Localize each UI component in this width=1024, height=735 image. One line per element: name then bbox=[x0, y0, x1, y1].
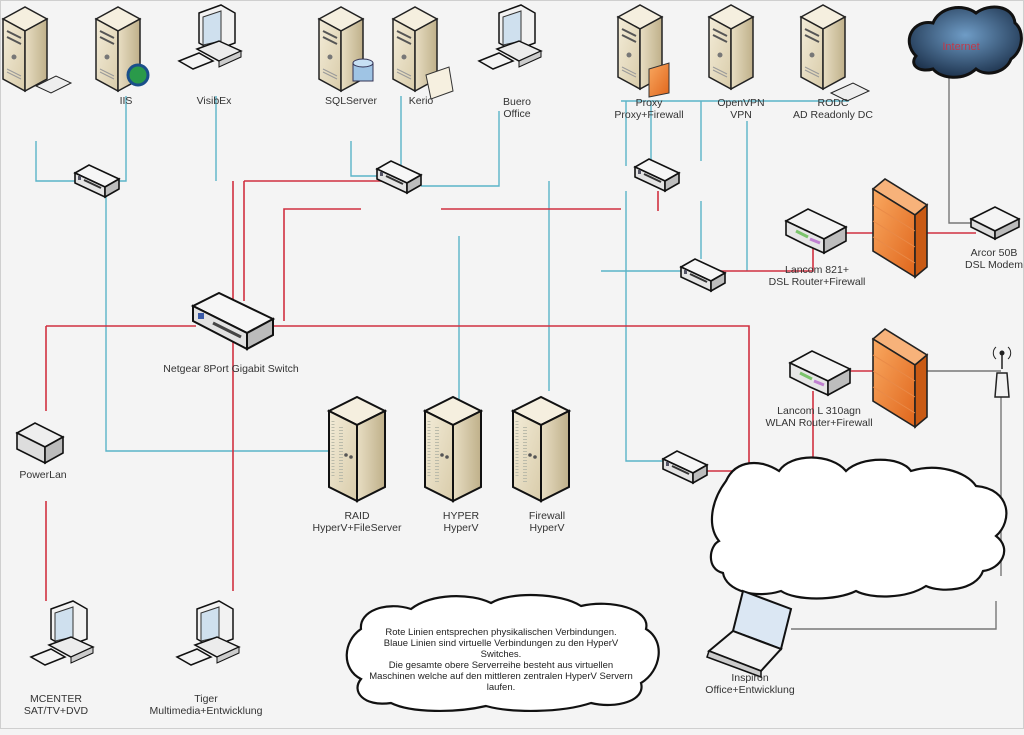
label-mail: Kerio bbox=[408, 95, 434, 107]
internet-cloud-icon bbox=[907, 5, 1023, 79]
workstation-visibex[interactable] bbox=[178, 4, 242, 70]
main-switch[interactable] bbox=[190, 291, 276, 351]
virtual-switch-2[interactable] bbox=[376, 160, 422, 194]
virtual-switch-5[interactable] bbox=[662, 450, 708, 484]
mail-icon bbox=[425, 66, 454, 100]
router-small-icon bbox=[34, 75, 73, 94]
wlan-cloud bbox=[709, 456, 1008, 600]
powerlan-device[interactable] bbox=[15, 422, 65, 465]
label-visibex: VisibEx bbox=[196, 95, 232, 107]
label-inspiron-sub: Office+Entwicklung bbox=[705, 684, 795, 696]
label-proxy-sub: Proxy+Firewall bbox=[614, 109, 684, 121]
database-icon bbox=[352, 58, 374, 82]
firewall-icon bbox=[872, 178, 928, 278]
label-lancom-l310: Lancom L 310agn bbox=[777, 405, 861, 417]
firewall-icon bbox=[872, 328, 928, 428]
legend-note-cloud bbox=[345, 594, 660, 713]
virtual-switch-4[interactable] bbox=[680, 258, 726, 292]
router-lancom-l310agn[interactable] bbox=[788, 349, 852, 397]
router-lancom-821[interactable] bbox=[784, 207, 848, 255]
label-mcenter-sub: SAT/TV+DVD bbox=[23, 705, 89, 717]
client-mcenter[interactable] bbox=[30, 600, 94, 666]
label-openvpn-sub: VPN bbox=[730, 109, 752, 121]
physical-links bbox=[45, 180, 976, 601]
globe-icon bbox=[126, 63, 150, 87]
label-openvpn: OpenVPN bbox=[717, 97, 765, 109]
note-line: Blaue Linien sind virtuelle Verbindungen… bbox=[383, 638, 619, 649]
label-firewall-hv-sub: HyperV bbox=[529, 522, 565, 534]
virtual-switch-1[interactable] bbox=[74, 164, 120, 198]
wlan-antenna-icon bbox=[992, 346, 1012, 398]
server-1[interactable] bbox=[2, 6, 48, 92]
server-openvpn[interactable] bbox=[708, 4, 754, 90]
legend-note: Rote Linien entsprechen physikalischen V… bbox=[353, 627, 649, 693]
label-main-switch: Netgear 8Port Gigabit Switch bbox=[163, 363, 299, 375]
hyperv-server-raid[interactable] bbox=[327, 395, 387, 503]
label-proxy: Proxy bbox=[635, 97, 663, 109]
label-buero-sub: Office bbox=[503, 108, 531, 120]
label-hyper: HYPER bbox=[442, 510, 480, 522]
label-mcenter: MCENTER bbox=[30, 693, 82, 705]
dsl-modem[interactable] bbox=[969, 206, 1021, 241]
label-sqlserver: SQLServer bbox=[325, 95, 377, 107]
label-buero: Buero bbox=[502, 96, 532, 108]
firewall-small-icon bbox=[648, 62, 670, 98]
label-internet: Internet bbox=[942, 41, 980, 53]
note-line: Rote Linien entsprechen physikalischen V… bbox=[385, 627, 617, 638]
hyperv-server-hyper[interactable] bbox=[423, 395, 483, 503]
label-powerlan: PowerLan bbox=[19, 469, 67, 481]
note-line: laufen. bbox=[486, 682, 516, 693]
hyperv-server-firewall[interactable] bbox=[511, 395, 571, 503]
virtual-links bbox=[35, 96, 849, 462]
workstation-buero[interactable] bbox=[478, 4, 542, 70]
laptop-inspiron[interactable] bbox=[706, 589, 793, 679]
label-lancom-l310-sub: WLAN Router+Firewall bbox=[765, 417, 873, 429]
router-small-icon bbox=[829, 82, 871, 102]
note-line: Maschinen welche auf den mittleren zentr… bbox=[369, 671, 633, 682]
label-raid-sub: HyperV+FileServer bbox=[312, 522, 402, 534]
label-lancom-821: Lancom 821+ bbox=[785, 264, 849, 276]
label-iis: IIS bbox=[119, 95, 133, 107]
note-line: Die gesamte obere Serverreihe besteht au… bbox=[388, 660, 614, 671]
label-lancom-821-sub: DSL Router+Firewall bbox=[768, 276, 866, 288]
label-modem: Arcor 50B bbox=[970, 247, 1018, 259]
label-modem-sub: DSL Modem bbox=[965, 259, 1023, 271]
label-hyper-sub: HyperV bbox=[443, 522, 479, 534]
label-rodc: RODC bbox=[817, 97, 849, 109]
label-firewall-hv: Firewall bbox=[528, 510, 566, 522]
note-line: Switches. bbox=[480, 649, 522, 660]
virtual-switch-3[interactable] bbox=[634, 158, 680, 192]
label-rodc-sub: AD Readonly DC bbox=[793, 109, 873, 121]
label-tiger: Tiger bbox=[194, 693, 218, 705]
client-tiger[interactable] bbox=[176, 600, 240, 666]
server-rodc[interactable] bbox=[800, 4, 846, 90]
label-inspiron: Inspiron bbox=[731, 672, 769, 684]
label-tiger-sub: Multimedia+Entwicklung bbox=[149, 705, 263, 717]
label-raid: RAID bbox=[344, 510, 370, 522]
